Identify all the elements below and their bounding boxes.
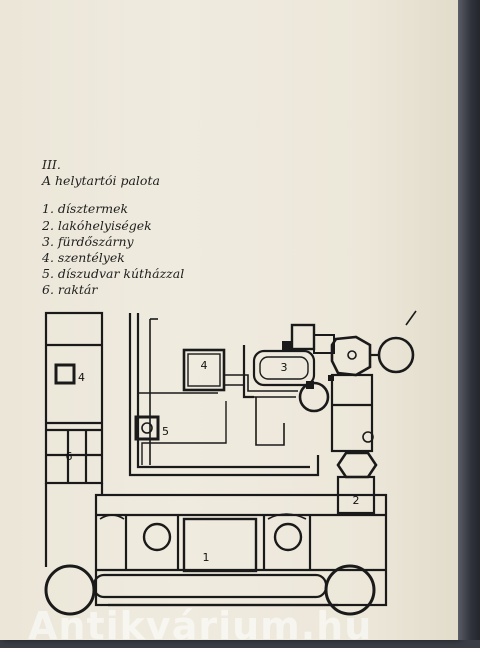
legend-item-5: 5. díszudvar kútházzal bbox=[42, 266, 185, 282]
figure-number: III. bbox=[42, 157, 61, 172]
plan-label-5: 5 bbox=[162, 425, 169, 438]
watermark-text: Antikvárium.hu bbox=[28, 604, 373, 648]
legend-item-2: 2. lakóhelyiségek bbox=[42, 217, 152, 233]
book-edge bbox=[458, 0, 480, 640]
legend-item-4: 4. szentélyek bbox=[42, 250, 125, 266]
plan-label-4-left: 4 bbox=[78, 371, 85, 384]
plan-label-1: 1 bbox=[203, 551, 210, 564]
legend-item-3: 3. fürdőszárny bbox=[42, 233, 134, 249]
plan-label-4-upper: 4 bbox=[201, 359, 208, 372]
plan-label-3: 3 bbox=[281, 361, 288, 374]
book-page: III. A helytartói palota 1. dísztermek 2… bbox=[0, 0, 458, 640]
floor-plan: 4 4 3 5 6 2 1 bbox=[44, 310, 417, 616]
figure-caption: III. A helytartói palota 1. dísztermek 2… bbox=[42, 157, 184, 299]
figure-title: A helytartói palota bbox=[42, 173, 160, 189]
legend-item-1: 1. dísztermek bbox=[42, 201, 129, 217]
plan-label-6: 6 bbox=[66, 450, 73, 463]
legend-item-6: 6. raktár bbox=[42, 282, 98, 298]
plan-label-2: 2 bbox=[353, 494, 360, 507]
